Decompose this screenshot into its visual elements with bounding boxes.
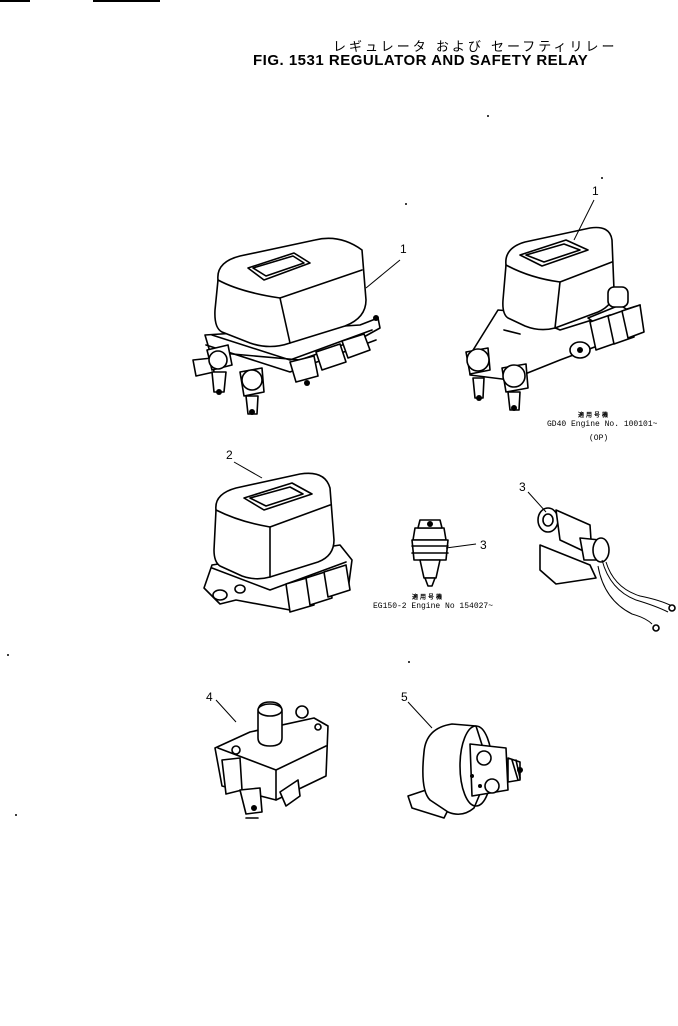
regulator-part-1-right xyxy=(465,226,645,411)
callout-1-right: 1 xyxy=(592,184,599,198)
regulator-part-2 xyxy=(203,472,353,613)
starter-relay-part-5 xyxy=(407,723,523,819)
safety-relay-switch-3 xyxy=(411,519,449,587)
header-rule-right xyxy=(93,0,160,2)
relay-part-4 xyxy=(214,701,329,819)
regulator-part-1-left xyxy=(192,237,381,415)
applicability-note-line-3: EG150-2 Engine No 154027~ xyxy=(373,602,494,611)
callout-2: 2 xyxy=(226,448,233,462)
applicability-note-line-1: GD40 Engine No. 100101~ xyxy=(547,420,658,429)
applicability-note-header-2: 適用号機 xyxy=(412,594,445,601)
callout-3-solenoid: 3 xyxy=(519,480,526,494)
callout-3-switch: 3 xyxy=(480,538,487,552)
title-japanese: レギュレータ および セーフティリレー xyxy=(333,40,618,55)
safety-relay-solenoid-3 xyxy=(537,507,676,632)
scan-specks xyxy=(7,115,603,816)
callout-4: 4 xyxy=(206,690,213,704)
callout-1-left: 1 xyxy=(400,242,407,256)
callout-5: 5 xyxy=(401,690,408,704)
callout-leaders xyxy=(215,199,595,729)
header-rule-left xyxy=(0,0,30,2)
figure-title: FIG. 1531 REGULATOR AND SAFETY RELAY xyxy=(253,52,589,69)
applicability-note-header-1: 適用号機 xyxy=(578,412,611,419)
applicability-note-line-2: (OP) xyxy=(589,434,609,443)
